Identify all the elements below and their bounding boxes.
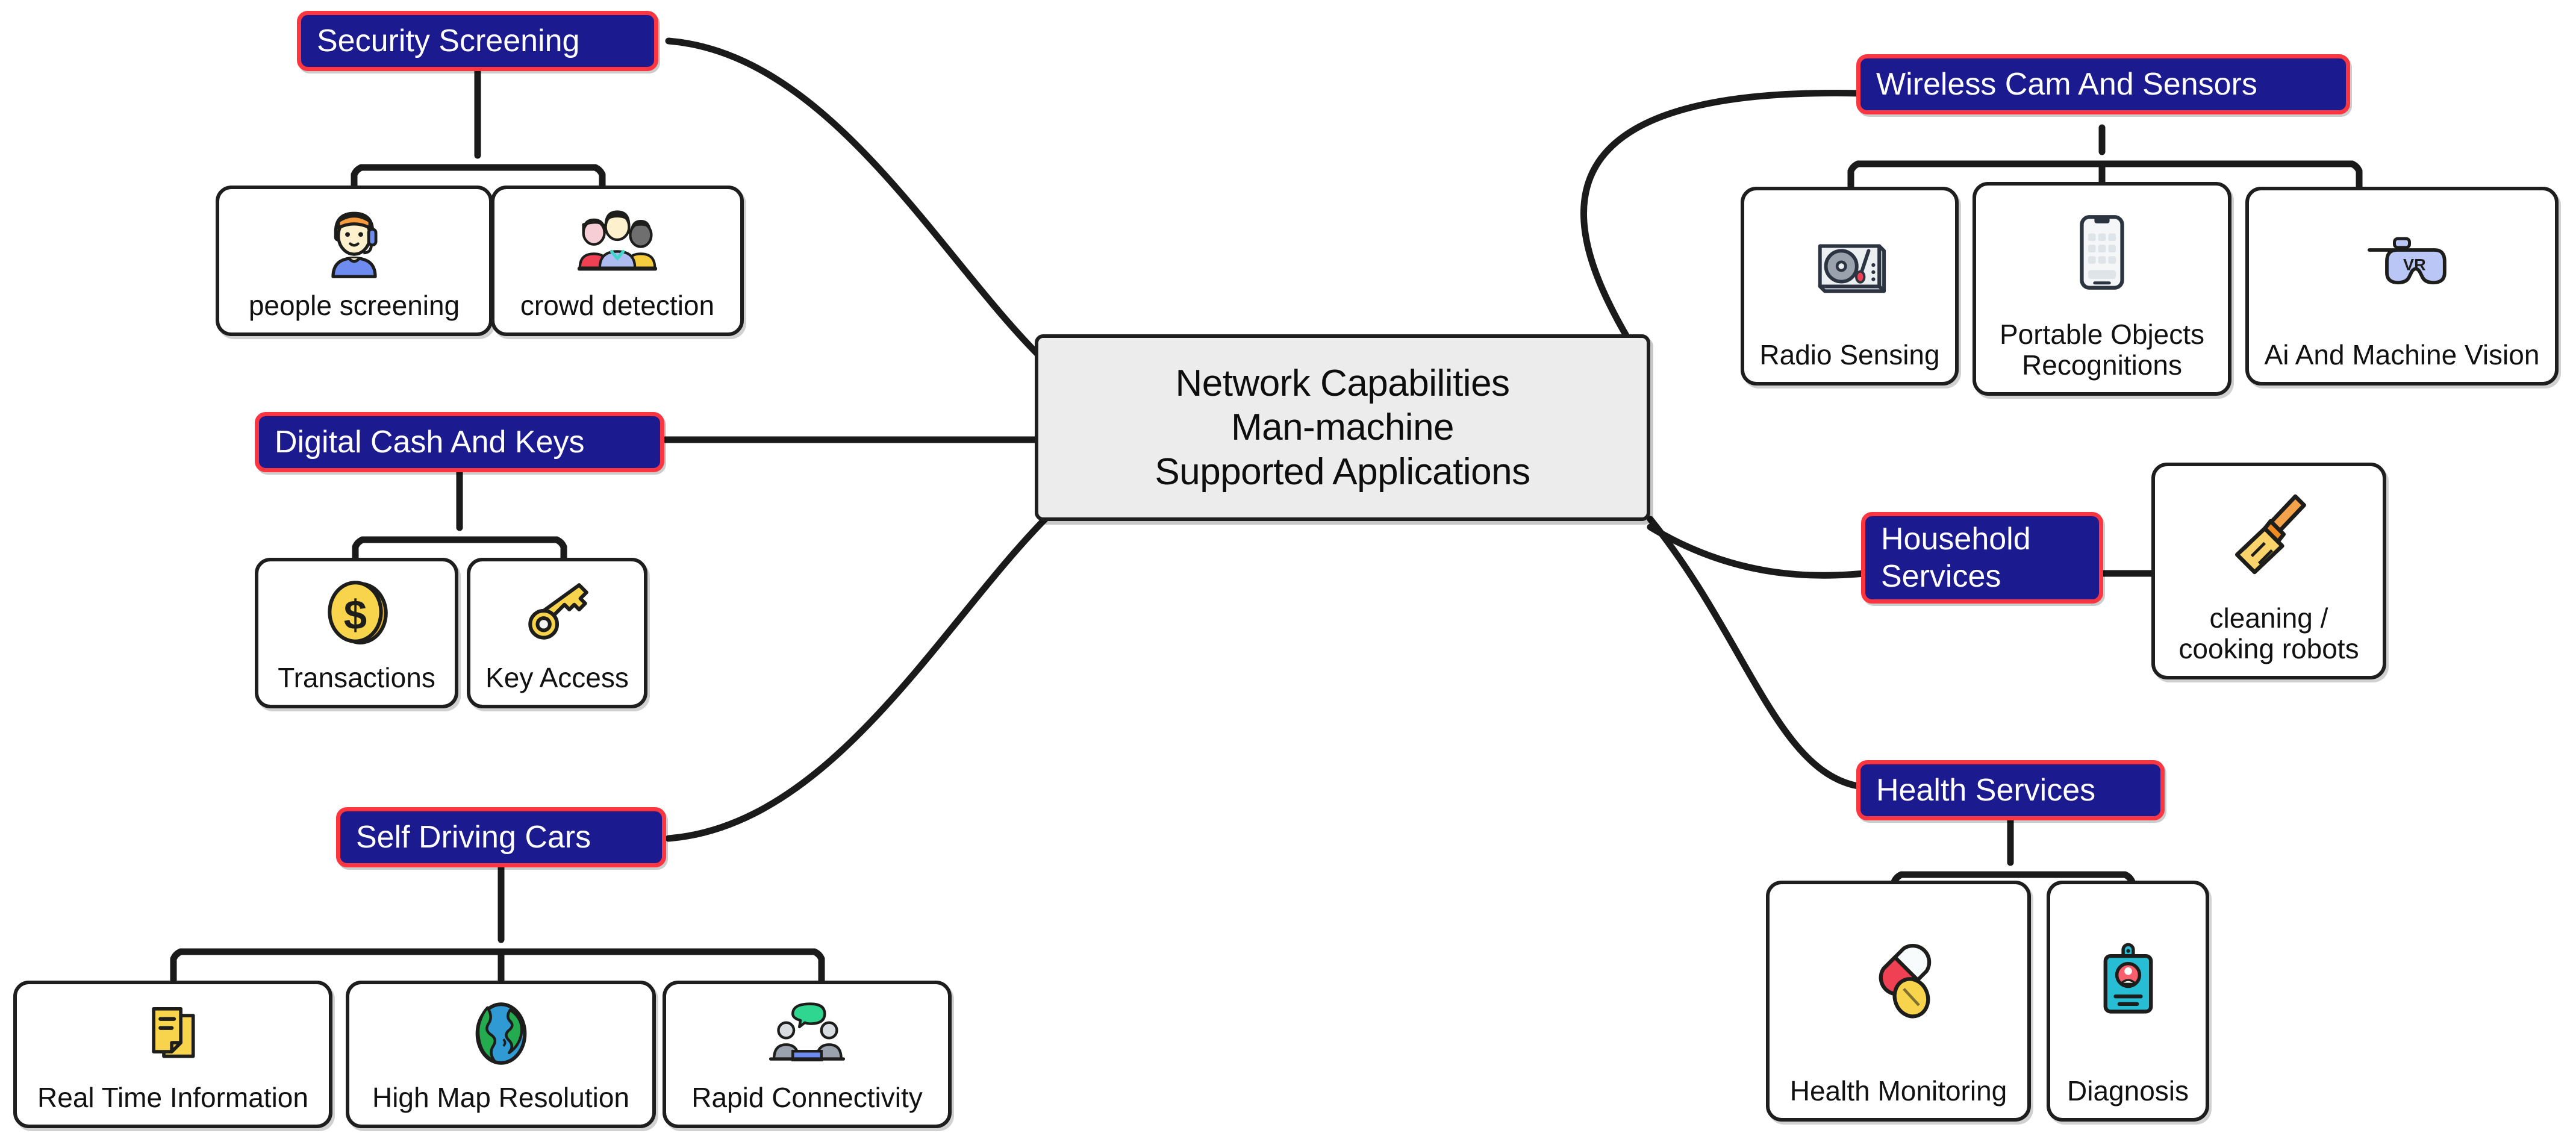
leaf-label-crowd-detection: crowd detection (520, 290, 715, 322)
root-node[interactable]: Network Capabilities Man-machine Support… (1035, 334, 1650, 521)
smartphone-icon (1982, 186, 2222, 319)
edge-bracket-security-r (591, 164, 606, 178)
leaf-label-people-screening: people screening (248, 290, 460, 322)
edge-root-self-driving (665, 516, 1049, 842)
edge-bracket-wireless-l (1847, 160, 1862, 175)
leaf-real-time-information[interactable]: Real Time Information (13, 981, 332, 1128)
branch-digital-cash-and-keys[interactable]: Digital Cash And Keys (255, 412, 664, 472)
leaf-rapid-connectivity[interactable]: Rapid Connectivity (663, 981, 952, 1128)
leaf-label-high-map-resolution: High Map Resolution (372, 1082, 629, 1114)
branch-label-health-services: Health Services (1876, 772, 2096, 808)
edge-bracket-sdc-r (811, 948, 825, 963)
crowd-group-icon (501, 189, 734, 290)
turntable-icon (1750, 190, 1949, 340)
leaf-crowd-detection[interactable]: crowd detection (491, 186, 744, 336)
key-icon (476, 561, 638, 663)
edge-bracket-security-l (351, 164, 365, 178)
branch-health-services[interactable]: Health Services (1856, 760, 2165, 820)
leaf-label-ai-and-machine-vision: Ai And Machine Vision (2264, 339, 2540, 371)
svg-text:$: $ (344, 591, 367, 638)
leaf-key-access[interactable]: Key Access (467, 558, 647, 708)
leaf-ai-and-machine-vision[interactable]: VR Ai And Machine Vision (2245, 187, 2559, 385)
edge-bracket-cash-r (553, 536, 567, 551)
edge-bracket-sdc-l (170, 948, 184, 963)
root-line-3: Supported Applications (1155, 451, 1530, 493)
root-line-2: Man-machine (1230, 407, 1455, 449)
edge-root-health (1647, 516, 1862, 790)
dollar-coin-icon: $ (264, 561, 449, 663)
edge-root-household (1647, 523, 1868, 579)
broom-icon (2161, 466, 2377, 603)
documents-icon (23, 984, 323, 1082)
leaf-transactions[interactable]: $ Transactions (255, 558, 458, 708)
edge-bracket-cash-l (352, 536, 366, 551)
branch-household-services[interactable]: Household Services (1861, 512, 2103, 604)
leaf-label-rapid-connectivity: Rapid Connectivity (691, 1082, 923, 1114)
root-line-1: Network Capabilities (1175, 363, 1510, 405)
leaf-label-portable-objects-recognitions: Portable Objects Recognitions (1999, 318, 2205, 381)
branch-self-driving-cars[interactable]: Self Driving Cars (336, 807, 666, 867)
leaf-radio-sensing[interactable]: Radio Sensing (1741, 187, 1959, 385)
leaf-diagnosis[interactable]: Diagnosis (2047, 881, 2209, 1122)
leaf-health-monitoring[interactable]: Health Monitoring (1766, 881, 2031, 1122)
edge-bracket-wireless-r (2348, 160, 2363, 175)
leaf-label-key-access: Key Access (485, 662, 629, 694)
branch-security-screening[interactable]: Security Screening (297, 11, 658, 71)
branch-wireless-cam-and-sensors[interactable]: Wireless Cam And Sensors (1856, 54, 2350, 114)
leaf-label-cleaning-cooking-robots: cleaning / cooking robots (2178, 602, 2359, 665)
branch-label-household-services: Household Services (1881, 521, 2031, 594)
leaf-cleaning-cooking-robots[interactable]: cleaning / cooking robots (2151, 463, 2386, 679)
id-badge-icon (2056, 884, 2200, 1076)
pills-icon (1776, 884, 2021, 1076)
leaf-label-diagnosis: Diagnosis (2067, 1075, 2189, 1107)
leaf-label-health-monitoring: Health Monitoring (1789, 1075, 2007, 1107)
leaf-label-real-time-information: Real Time Information (37, 1082, 308, 1114)
vr-headset-icon: VR (2255, 190, 2549, 340)
leaf-portable-objects-recognitions[interactable]: Portable Objects Recognitions (1973, 182, 2231, 396)
branch-label-self-driving-cars: Self Driving Cars (356, 819, 591, 855)
branch-label-security-screening: Security Screening (317, 23, 580, 58)
person-headset-icon (225, 189, 483, 290)
leaf-label-radio-sensing: Radio Sensing (1759, 339, 1940, 371)
leaf-high-map-resolution[interactable]: High Map Resolution (346, 981, 656, 1128)
branch-label-wireless-cam-and-sensors: Wireless Cam And Sensors (1876, 66, 2257, 102)
globe-icon (355, 984, 646, 1082)
people-chat-icon (672, 984, 942, 1082)
leaf-label-transactions: Transactions (278, 662, 435, 694)
branch-label-digital-cash-and-keys: Digital Cash And Keys (275, 424, 585, 460)
leaf-people-screening[interactable]: people screening (216, 186, 493, 336)
svg-text:VR: VR (2403, 255, 2426, 274)
